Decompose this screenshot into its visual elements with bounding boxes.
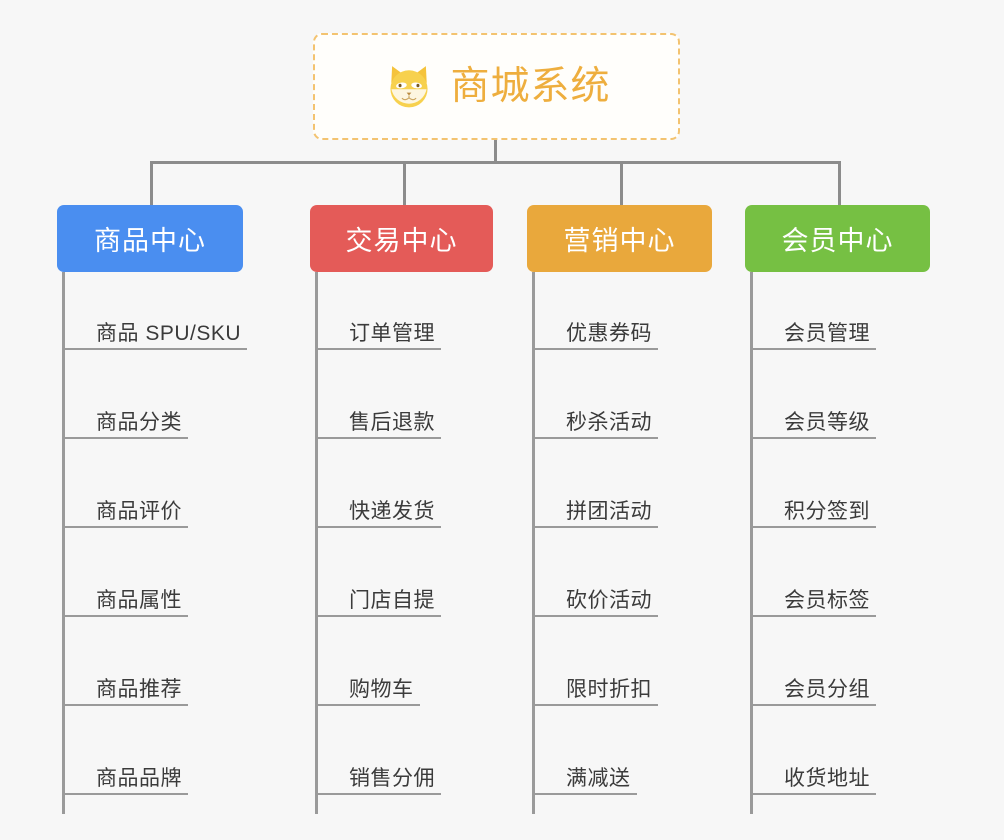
category-label: 会员中心 [781, 226, 894, 256]
leaf-spine [532, 272, 535, 814]
category-box-3[interactable]: 会员中心 [745, 205, 930, 272]
leaf-item-label: 优惠券码 [566, 321, 652, 345]
leaf-item[interactable]: 会员管理 [750, 267, 876, 350]
connector-drop-1 [403, 161, 406, 206]
leaf-item[interactable]: 会员等级 [750, 356, 876, 439]
leaf-item[interactable]: 秒杀活动 [532, 356, 658, 439]
leaf-item-label: 快递发货 [349, 499, 435, 523]
category-box-1[interactable]: 交易中心 [310, 205, 493, 272]
leaf-item[interactable]: 会员标签 [750, 534, 876, 617]
leaf-item[interactable]: 门店自提 [315, 534, 441, 617]
leaf-item-label: 商品推荐 [96, 677, 182, 701]
leaf-item-label: 门店自提 [349, 588, 435, 612]
leaf-item[interactable]: 商品评价 [62, 445, 188, 528]
shiba-dog-face-icon [382, 61, 436, 115]
leaf-item-label: 会员分组 [784, 677, 870, 701]
leaf-item-label: 会员等级 [784, 410, 870, 434]
leaf-item-label: 秒杀活动 [566, 410, 652, 434]
leaf-item-label: 拼团活动 [566, 499, 652, 523]
leaf-item[interactable]: 积分签到 [750, 445, 876, 528]
leaf-item-label: 会员标签 [784, 588, 870, 612]
leaf-item-label: 积分签到 [784, 499, 870, 523]
connector-drop-3 [838, 161, 841, 206]
connector-horizontal-bar [150, 161, 839, 164]
leaf-item-label: 购物车 [349, 677, 414, 701]
connector-root-stem [494, 140, 497, 164]
leaf-item[interactable]: 拼团活动 [532, 445, 658, 528]
leaf-item-label: 满减送 [566, 766, 631, 790]
leaf-item-label: 商品品牌 [96, 766, 182, 790]
leaf-item[interactable]: 优惠券码 [532, 267, 658, 350]
leaf-item[interactable]: 商品 SPU/SKU [62, 267, 248, 350]
leaf-spine [750, 272, 753, 814]
leaf-item-label: 会员管理 [784, 321, 870, 345]
leaf-item-label: 商品分类 [96, 410, 182, 434]
leaf-spine [315, 272, 318, 814]
leaf-item[interactable]: 销售分佣 [315, 712, 441, 795]
leaf-item[interactable]: 满减送 [532, 712, 637, 795]
leaf-item-label: 商品评价 [96, 499, 182, 523]
leaf-spine [62, 272, 65, 814]
leaf-item-label: 订单管理 [349, 321, 435, 345]
leaf-item-label: 收货地址 [784, 766, 870, 790]
leaf-item[interactable]: 商品品牌 [62, 712, 188, 795]
leaf-item-label: 商品属性 [96, 588, 182, 612]
leaf-item-label: 商品 SPU/SKU [96, 321, 242, 345]
root-node[interactable]: 商城系统 [313, 33, 680, 140]
leaf-item[interactable]: 商品推荐 [62, 623, 188, 706]
category-label: 营销中心 [563, 226, 676, 256]
category-label: 交易中心 [345, 226, 458, 256]
leaf-item[interactable]: 订单管理 [315, 267, 441, 350]
leaf-item[interactable]: 限时折扣 [532, 623, 658, 706]
leaf-item[interactable]: 商品属性 [62, 534, 188, 617]
leaf-item-label: 限时折扣 [566, 677, 652, 701]
leaf-item[interactable]: 购物车 [315, 623, 420, 706]
leaf-item-label: 砍价活动 [566, 588, 652, 612]
leaf-item[interactable]: 售后退款 [315, 356, 441, 439]
category-label: 商品中心 [94, 226, 206, 256]
root-title: 商城系统 [450, 65, 611, 108]
category-box-2[interactable]: 营销中心 [527, 205, 712, 272]
leaf-item[interactable]: 快递发货 [315, 445, 441, 528]
connector-drop-2 [620, 161, 623, 206]
leaf-item[interactable]: 收货地址 [750, 712, 876, 795]
connector-drop-0 [150, 161, 153, 206]
leaf-item[interactable]: 砍价活动 [532, 534, 658, 617]
category-box-0[interactable]: 商品中心 [57, 205, 243, 272]
leaf-item[interactable]: 会员分组 [750, 623, 876, 706]
leaf-item-label: 售后退款 [349, 410, 435, 434]
leaf-item[interactable]: 商品分类 [62, 356, 188, 439]
leaf-item-label: 销售分佣 [349, 766, 435, 790]
